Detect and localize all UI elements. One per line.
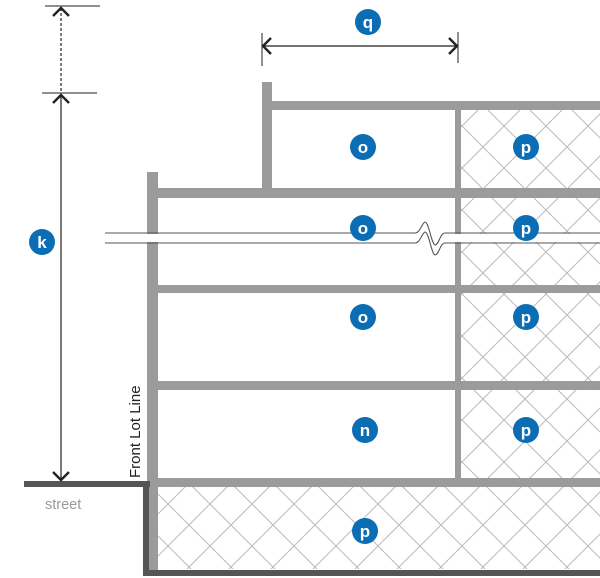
upper-stepback-wall <box>262 82 272 192</box>
svg-text:o: o <box>358 219 368 238</box>
svg-text:p: p <box>521 421 531 440</box>
street-label: street <box>45 497 81 513</box>
front-lot-line-label: Front Lot Line <box>127 385 144 478</box>
svg-text:o: o <box>358 138 368 157</box>
svg-text:p: p <box>521 308 531 327</box>
street-ground <box>24 481 600 576</box>
svg-text:k: k <box>37 233 47 252</box>
front-wall <box>147 172 158 572</box>
badge-o-second: o <box>350 304 376 330</box>
svg-text:p: p <box>521 219 531 238</box>
floor-slab-3 <box>147 381 600 390</box>
arrowhead-right <box>448 37 459 55</box>
height-dimension <box>42 5 100 482</box>
badge-p-upper: p <box>513 134 539 160</box>
stepback-dimension <box>261 32 459 66</box>
arrowhead-down <box>52 471 70 482</box>
badge-p-ground: p <box>513 417 539 443</box>
rear-divider-wall <box>455 101 461 487</box>
floor-slab-ground <box>147 478 600 487</box>
foundation-line <box>143 570 600 576</box>
badge-o-upper: o <box>350 134 376 160</box>
svg-text:p: p <box>360 522 370 541</box>
lot-line-below-grade <box>143 481 149 576</box>
badge-o-break: o <box>350 215 376 241</box>
badge-q: q <box>355 9 381 35</box>
street-line <box>24 481 150 487</box>
svg-text:o: o <box>358 308 368 327</box>
badge-k: k <box>29 229 55 255</box>
badge-p-basement: p <box>352 518 378 544</box>
badge-p-break: p <box>513 215 539 241</box>
building-structure <box>147 82 600 572</box>
badge-p-second: p <box>513 304 539 330</box>
arrowhead-left <box>261 37 272 55</box>
badge-n-ground: n <box>352 417 378 443</box>
arrowhead-up-top <box>52 6 70 17</box>
svg-text:n: n <box>360 421 370 440</box>
roof-slab <box>262 101 600 110</box>
hatched-rear-zones <box>158 110 600 569</box>
svg-text:q: q <box>363 13 373 32</box>
svg-text:p: p <box>521 138 531 157</box>
hatch-basement <box>158 487 600 569</box>
arrowhead-up <box>52 93 70 104</box>
floor-slab-2 <box>147 285 600 293</box>
floor-slab-1 <box>147 188 600 198</box>
